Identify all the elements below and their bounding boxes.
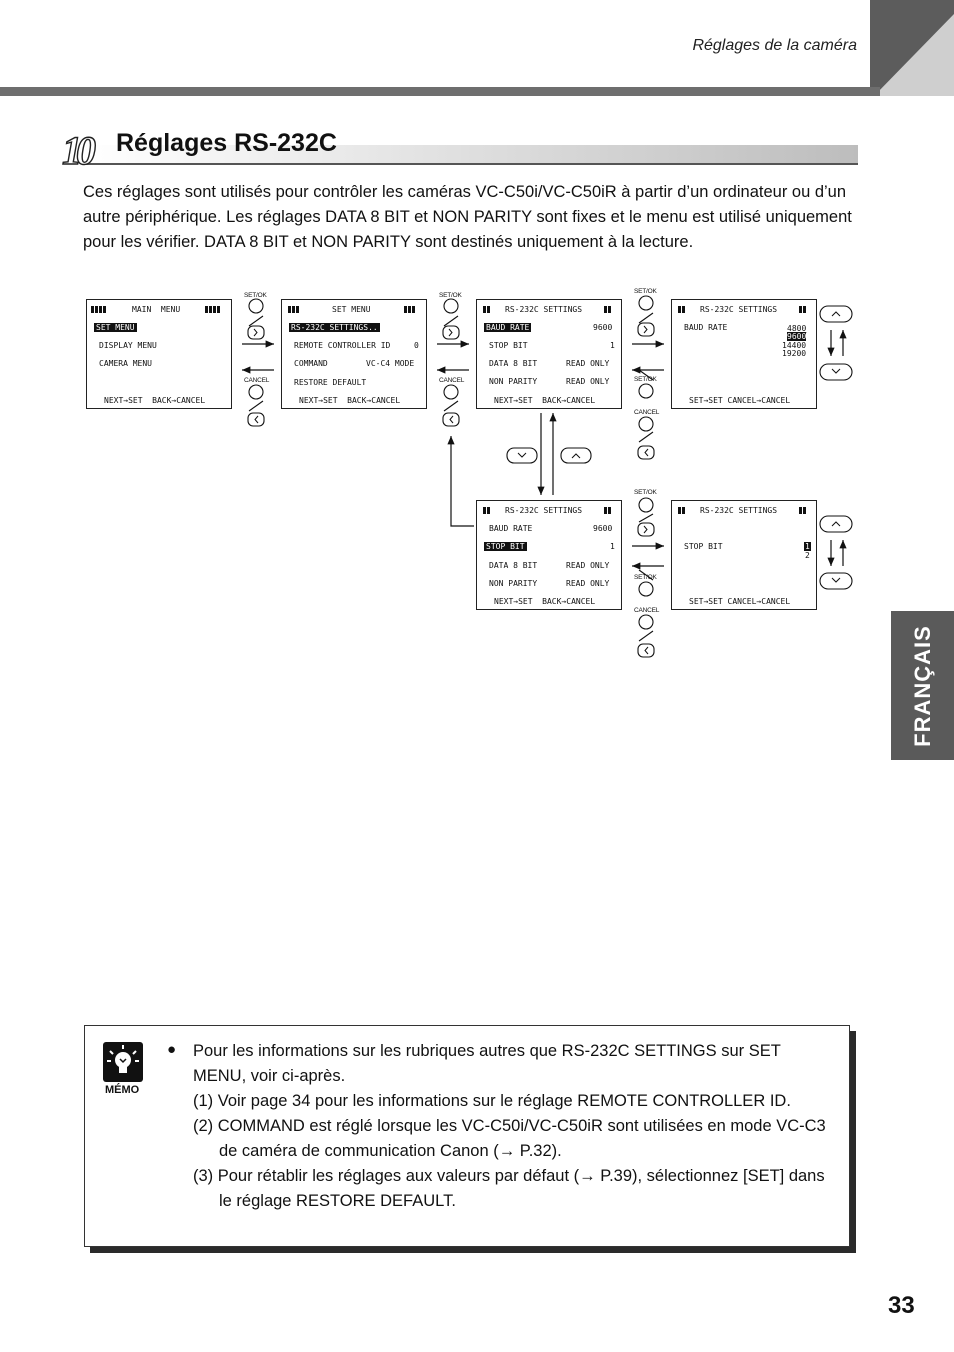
menu-row: DATA 8 BIT — [489, 359, 538, 368]
screen-footer: NEXT→SET BACK→CANCEL — [494, 396, 596, 405]
screen-baud-rate-options: RS-232C SETTINGS BAUD RATE 4800 9600 144… — [671, 299, 817, 409]
cancel-label: CANCEL — [244, 377, 270, 384]
option-value: 19200 — [782, 349, 807, 358]
menu-row: CAMERA MENU — [99, 359, 152, 368]
signal-blocks — [678, 506, 686, 516]
memo-box: MÉMO ● Pour les informations sur les rub… — [84, 1025, 850, 1247]
screen-set-menu: SET MENU RS-232C SETTINGS.. REMOTE CONTR… — [281, 299, 427, 409]
menu-row: DISPLAY MENU — [99, 341, 157, 350]
cancel-label: CANCEL — [439, 377, 465, 384]
page-number: 33 — [888, 1292, 915, 1319]
signal-blocks — [288, 305, 300, 315]
signal-blocks — [91, 305, 107, 315]
menu-row: DATA 8 BIT — [489, 561, 538, 570]
menu-value: VC-C4 MODE — [366, 359, 415, 368]
running-header: Réglages de la caméra — [692, 37, 857, 54]
memo-text: Pour les informations sur les rubriques … — [193, 1039, 833, 1214]
set-ok-label: SET/OK — [244, 292, 267, 299]
option-label: BAUD RATE — [684, 323, 728, 332]
menu-value: READ ONLY — [566, 579, 610, 588]
screen-footer: NEXT→SET BACK→CANCEL — [494, 597, 596, 606]
signal-blocks — [678, 305, 686, 315]
screen-rs232c-settings-stop: RS-232C SETTINGS BAUD RATE 9600 STOP BIT… — [476, 500, 622, 610]
language-label: FRANÇAIS — [909, 624, 935, 747]
option-value: 2 — [805, 551, 810, 560]
screen-title: RS-232C SETTINGS — [700, 506, 778, 515]
menu-value: 0 — [414, 341, 419, 350]
menu-row: BAUD RATE — [489, 524, 533, 533]
cancel-label: CANCEL — [634, 409, 660, 416]
menu-row-selected: SET MENU — [94, 323, 137, 332]
menu-row: STOP BIT — [489, 341, 528, 350]
memo-item: (2) COMMAND est réglé lorsque les VC-C50… — [193, 1117, 826, 1160]
menu-row-selected: RS-232C SETTINGS.. — [289, 323, 380, 332]
memo-item: (3) Pour rétablir les réglages aux valeu… — [193, 1167, 825, 1210]
menu-row: COMMAND — [294, 359, 328, 368]
set-ok-label: SET/OK — [634, 288, 657, 295]
screen-rs232c-settings: RS-232C SETTINGS BAUD RATE 9600 STOP BIT… — [476, 299, 622, 409]
menu-row: NON PARITY — [489, 377, 538, 386]
menu-value: READ ONLY — [566, 561, 610, 570]
set-ok-label: SET/OK — [634, 376, 657, 383]
menu-row-selected: STOP BIT — [484, 542, 527, 551]
set-ok-label: SET/OK — [439, 292, 462, 299]
signal-blocks — [205, 305, 221, 315]
lightbulb-icon — [103, 1042, 143, 1082]
menu-value: 9600 — [593, 524, 613, 533]
signal-blocks — [604, 506, 612, 516]
screen-footer: NEXT→SET BACK→CANCEL — [104, 396, 206, 405]
screen-title: RS-232C SETTINGS — [505, 506, 583, 515]
title-bar — [82, 145, 858, 165]
signal-blocks — [483, 506, 491, 516]
memo-bullet-text: Pour les informations sur les rubriques … — [193, 1042, 781, 1085]
signal-blocks — [799, 506, 807, 516]
signal-blocks — [404, 305, 416, 315]
screen-stop-bit-options: RS-232C SETTINGS STOP BIT 1 2 SET→SET CA… — [671, 500, 817, 610]
option-value-selected: 1 — [804, 542, 811, 551]
screen-main-menu: MAIN MENU SET MENU DISPLAY MENU CAMERA M… — [86, 299, 232, 409]
section-heading: Réglages RS-232C — [116, 129, 337, 157]
cancel-label: CANCEL — [634, 607, 660, 614]
screen-title: MAIN MENU — [132, 305, 181, 314]
menu-value: 9600 — [593, 323, 613, 332]
signal-blocks — [604, 305, 612, 315]
option-value: 14400 — [782, 341, 807, 350]
menu-value: READ ONLY — [566, 377, 610, 386]
screen-footer: NEXT→SET BACK→CANCEL — [299, 396, 401, 405]
language-tab: FRANÇAIS — [891, 611, 954, 760]
set-ok-label: SET/OK — [634, 489, 657, 496]
header-rule — [0, 87, 880, 96]
screen-title: RS-232C SETTINGS — [700, 305, 778, 314]
signal-blocks — [799, 305, 807, 315]
corner-decoration — [870, 0, 954, 96]
menu-row: REMOTE CONTROLLER ID — [294, 341, 391, 350]
menu-value: 1 — [610, 542, 615, 551]
option-label: STOP BIT — [684, 542, 723, 551]
set-ok-label: SET/OK — [634, 574, 657, 581]
screen-footer: SET→SET CANCEL→CANCEL — [689, 597, 791, 606]
screen-title: RS-232C SETTINGS — [505, 305, 583, 314]
option-value-selected: 9600 — [787, 332, 807, 341]
menu-value: 1 — [610, 341, 615, 350]
option-value: 4800 — [787, 324, 807, 333]
menu-row: RESTORE DEFAULT — [294, 378, 367, 387]
section-title: 10 Réglages RS-232C — [61, 125, 858, 174]
menu-value: READ ONLY — [566, 359, 610, 368]
menu-flow-diagram — [242, 295, 853, 658]
intro-paragraph: Ces réglages sont utilisés pour contrôle… — [83, 183, 852, 251]
memo-item: (1) Voir page 34 pour les informations s… — [193, 1092, 791, 1110]
screen-title: SET MENU — [332, 305, 371, 314]
screen-footer: SET→SET CANCEL→CANCEL — [689, 396, 791, 405]
memo-label: MÉMO — [105, 1084, 140, 1096]
bullet-icon: ● — [167, 1041, 177, 1058]
signal-blocks — [483, 305, 491, 315]
menu-row-selected: BAUD RATE — [484, 323, 532, 332]
menu-row: NON PARITY — [489, 579, 538, 588]
